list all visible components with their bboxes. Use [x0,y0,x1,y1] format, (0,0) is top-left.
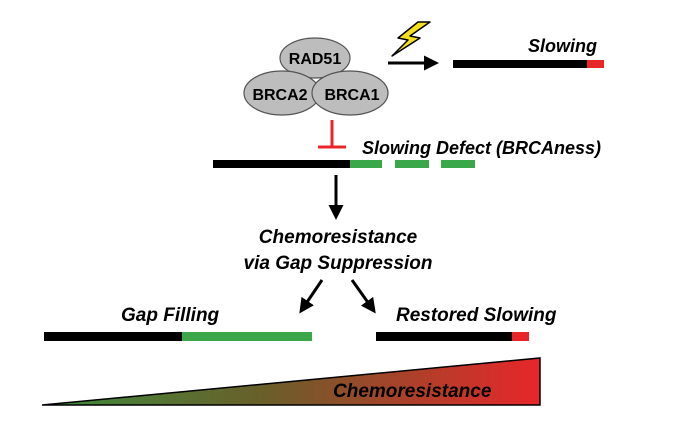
protein-complex: RAD51 BRCA2 BRCA1 [243,37,389,116]
gap-filling-label: Gap Filling [121,305,220,326]
gap-filling-filled [182,332,312,341]
defect-gap-1 [350,160,382,168]
t-bar-inhibition-icon [318,120,346,149]
restored-slowing-track [376,332,512,341]
chemoresistance-gradient-wedge [41,357,541,406]
gap-suppression-heading: via Gap Suppression [244,253,433,274]
slowing-label: Slowing [528,36,597,56]
brca1-label: BRCA1 [324,87,379,104]
rad51-label: RAD51 [289,51,342,68]
to-restored-slowing-arrow [350,279,376,314]
restored-slowing-label: Restored Slowing [396,305,557,326]
brca2-label: BRCA2 [252,87,307,104]
rad51-node [279,37,351,79]
slowing-track [453,60,587,68]
gap-filling-track [44,332,182,341]
to-gap-filling-arrow [299,279,324,314]
defect-gap-3 [441,160,475,168]
gradient-chemoresistance-label: Chemoresistance [333,381,492,402]
defect-track [213,160,350,168]
chemoresistance-heading: Chemoresistance [259,227,418,248]
slowing-stalled-fork [587,60,604,68]
lightning-bolt-icon [391,21,431,57]
restored-slowing-stalled-fork [512,332,529,341]
slowing-defect-label: Slowing Defect (BRCAness) [362,138,601,158]
defect-gap-2 [395,160,429,168]
brca1-node [311,70,389,116]
